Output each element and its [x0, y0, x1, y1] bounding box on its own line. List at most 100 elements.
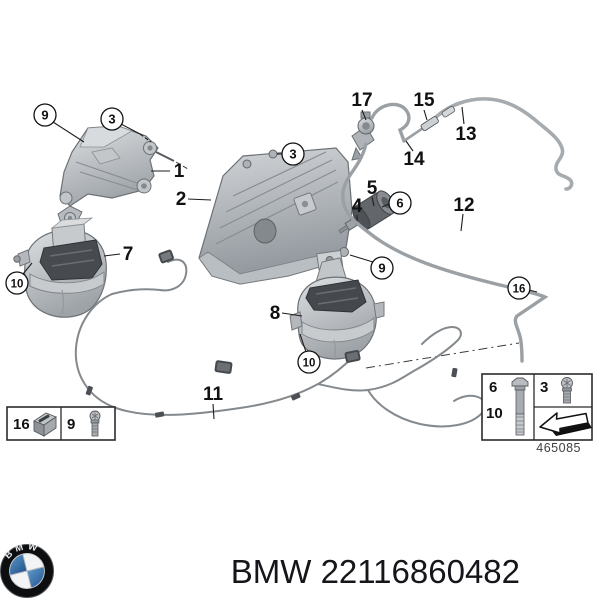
long-hex-bolt-icon: [511, 377, 529, 436]
leader-11: [212, 403, 215, 420]
leader-2: [187, 198, 212, 201]
callout-9-circled: 9: [33, 103, 57, 127]
harness-clip: [154, 411, 165, 418]
logo-quadrant-blue: [27, 566, 44, 588]
leader-6: [381, 203, 390, 208]
part-7-left-engine-mount: [13, 217, 107, 318]
mount-left-ear: [17, 249, 31, 267]
callout-10-text: 10: [303, 358, 316, 370]
leader-17: [361, 109, 367, 121]
logo-quadrant-white: [10, 571, 32, 588]
leader-8: [281, 312, 303, 317]
callout-11: 11: [203, 384, 224, 405]
callout-10-circled: 10: [5, 271, 29, 295]
part-11-wiring-harness: [74, 249, 486, 428]
leader-7: [103, 253, 121, 257]
callout-7: 7: [123, 244, 134, 265]
circled-callouts: 9 3 3 6 9 10 10 16: [5, 103, 531, 374]
callout-3-text: 3: [108, 112, 115, 127]
logo-inner-rim: [9, 553, 45, 589]
sheet-code: 465085: [536, 441, 581, 455]
harness-hook: [111, 258, 188, 295]
leader-9b: [349, 254, 374, 263]
mount-core-ribs: [315, 287, 359, 305]
legend-label-9: 9: [67, 416, 75, 433]
part-8-right-engine-mount: [289, 249, 385, 361]
callout-9-text: 9: [41, 108, 48, 123]
bracket-large-hole: [253, 218, 277, 244]
mount-seam: [333, 339, 337, 361]
callout-6-circled: 6: [388, 191, 412, 215]
legend-label-6: 6: [489, 379, 497, 396]
harness-clip: [85, 385, 93, 396]
vacuum-pipes: [341, 97, 574, 363]
mount-top-block-face: [50, 217, 94, 229]
callout-3-text: 3: [289, 147, 296, 162]
valve-nipple: [360, 111, 371, 119]
bmw-logo: BMW: [0, 538, 54, 598]
callout-6-text: 6: [396, 196, 403, 211]
callout-2: 2: [176, 189, 187, 210]
leader-13: [461, 106, 465, 125]
pipe-valve-loop: [370, 102, 411, 143]
logo-quadrant-blue: [10, 554, 27, 576]
callout-4: 4: [352, 196, 363, 217]
legend-box-small: 16 9: [6, 406, 116, 441]
mount-clamp-band: [301, 316, 375, 343]
callout-8: 8: [270, 303, 281, 324]
pipe-sleeve: [441, 106, 456, 118]
mount-left-ear: [289, 311, 303, 331]
mount-core-ribs: [49, 249, 95, 267]
harness-connector: [344, 349, 361, 363]
leader-3a-dash: [139, 133, 152, 143]
callout-3-circled: 3: [100, 107, 124, 131]
harness-connector: [214, 360, 233, 374]
part-17-vacuum-valve: [351, 111, 375, 161]
mount-right-ear: [373, 301, 385, 319]
valve-port: [362, 122, 370, 130]
pipe-12-vacuum-line: [341, 142, 549, 363]
pipe-13-vacuum-line: [430, 97, 574, 191]
leader-9a: [52, 121, 85, 143]
torx-bolt-icon: [89, 410, 101, 437]
leader-3a: [120, 123, 141, 135]
leader-15: [423, 109, 428, 121]
callout-1: 1: [174, 161, 185, 182]
pipe-connector-15: [420, 116, 439, 132]
logo-quadrant-white: [22, 554, 44, 571]
leader-lines: [22, 106, 538, 420]
callout-9-circled: 9: [370, 256, 394, 280]
leader-14: [405, 140, 414, 152]
bolt-eye-top-hole: [147, 145, 153, 151]
bracket-bolt-hole-left: [242, 159, 252, 169]
callout-10-text: 10: [11, 279, 24, 291]
leader-12: [460, 213, 464, 232]
callout-16-text: 16: [513, 284, 526, 296]
mount-clamp-band: [29, 271, 105, 294]
bolt-shaft: [338, 225, 349, 234]
bolt-eye-right-hole: [141, 183, 147, 189]
part-number-text: BMW 22116860482: [231, 553, 520, 590]
callout-16-circled: 16: [507, 276, 531, 300]
legend-label-10: 10: [486, 405, 503, 422]
legend-label-3: 3: [540, 379, 548, 396]
direction-arrow-icon: [539, 412, 592, 436]
harness-clip: [290, 392, 301, 401]
callout-15: 15: [413, 90, 435, 111]
mount-seam: [61, 289, 65, 315]
harness-clips: [85, 367, 458, 418]
part-1-engine-support-bracket: [57, 125, 175, 227]
bracket-ribs: [215, 151, 339, 245]
bracket-recess: [91, 147, 121, 165]
short-torx-bolt-icon: [561, 377, 573, 404]
legend-label-16: 16: [13, 416, 30, 433]
callout-17: 17: [351, 90, 372, 111]
harness-branch-lower: [367, 389, 486, 428]
callout-14: 14: [403, 149, 425, 170]
bolt-eye-left: [59, 191, 73, 205]
callout-10-circled: 10: [297, 350, 321, 374]
damper-hub: [381, 196, 391, 209]
bolt-stud: [155, 151, 175, 162]
